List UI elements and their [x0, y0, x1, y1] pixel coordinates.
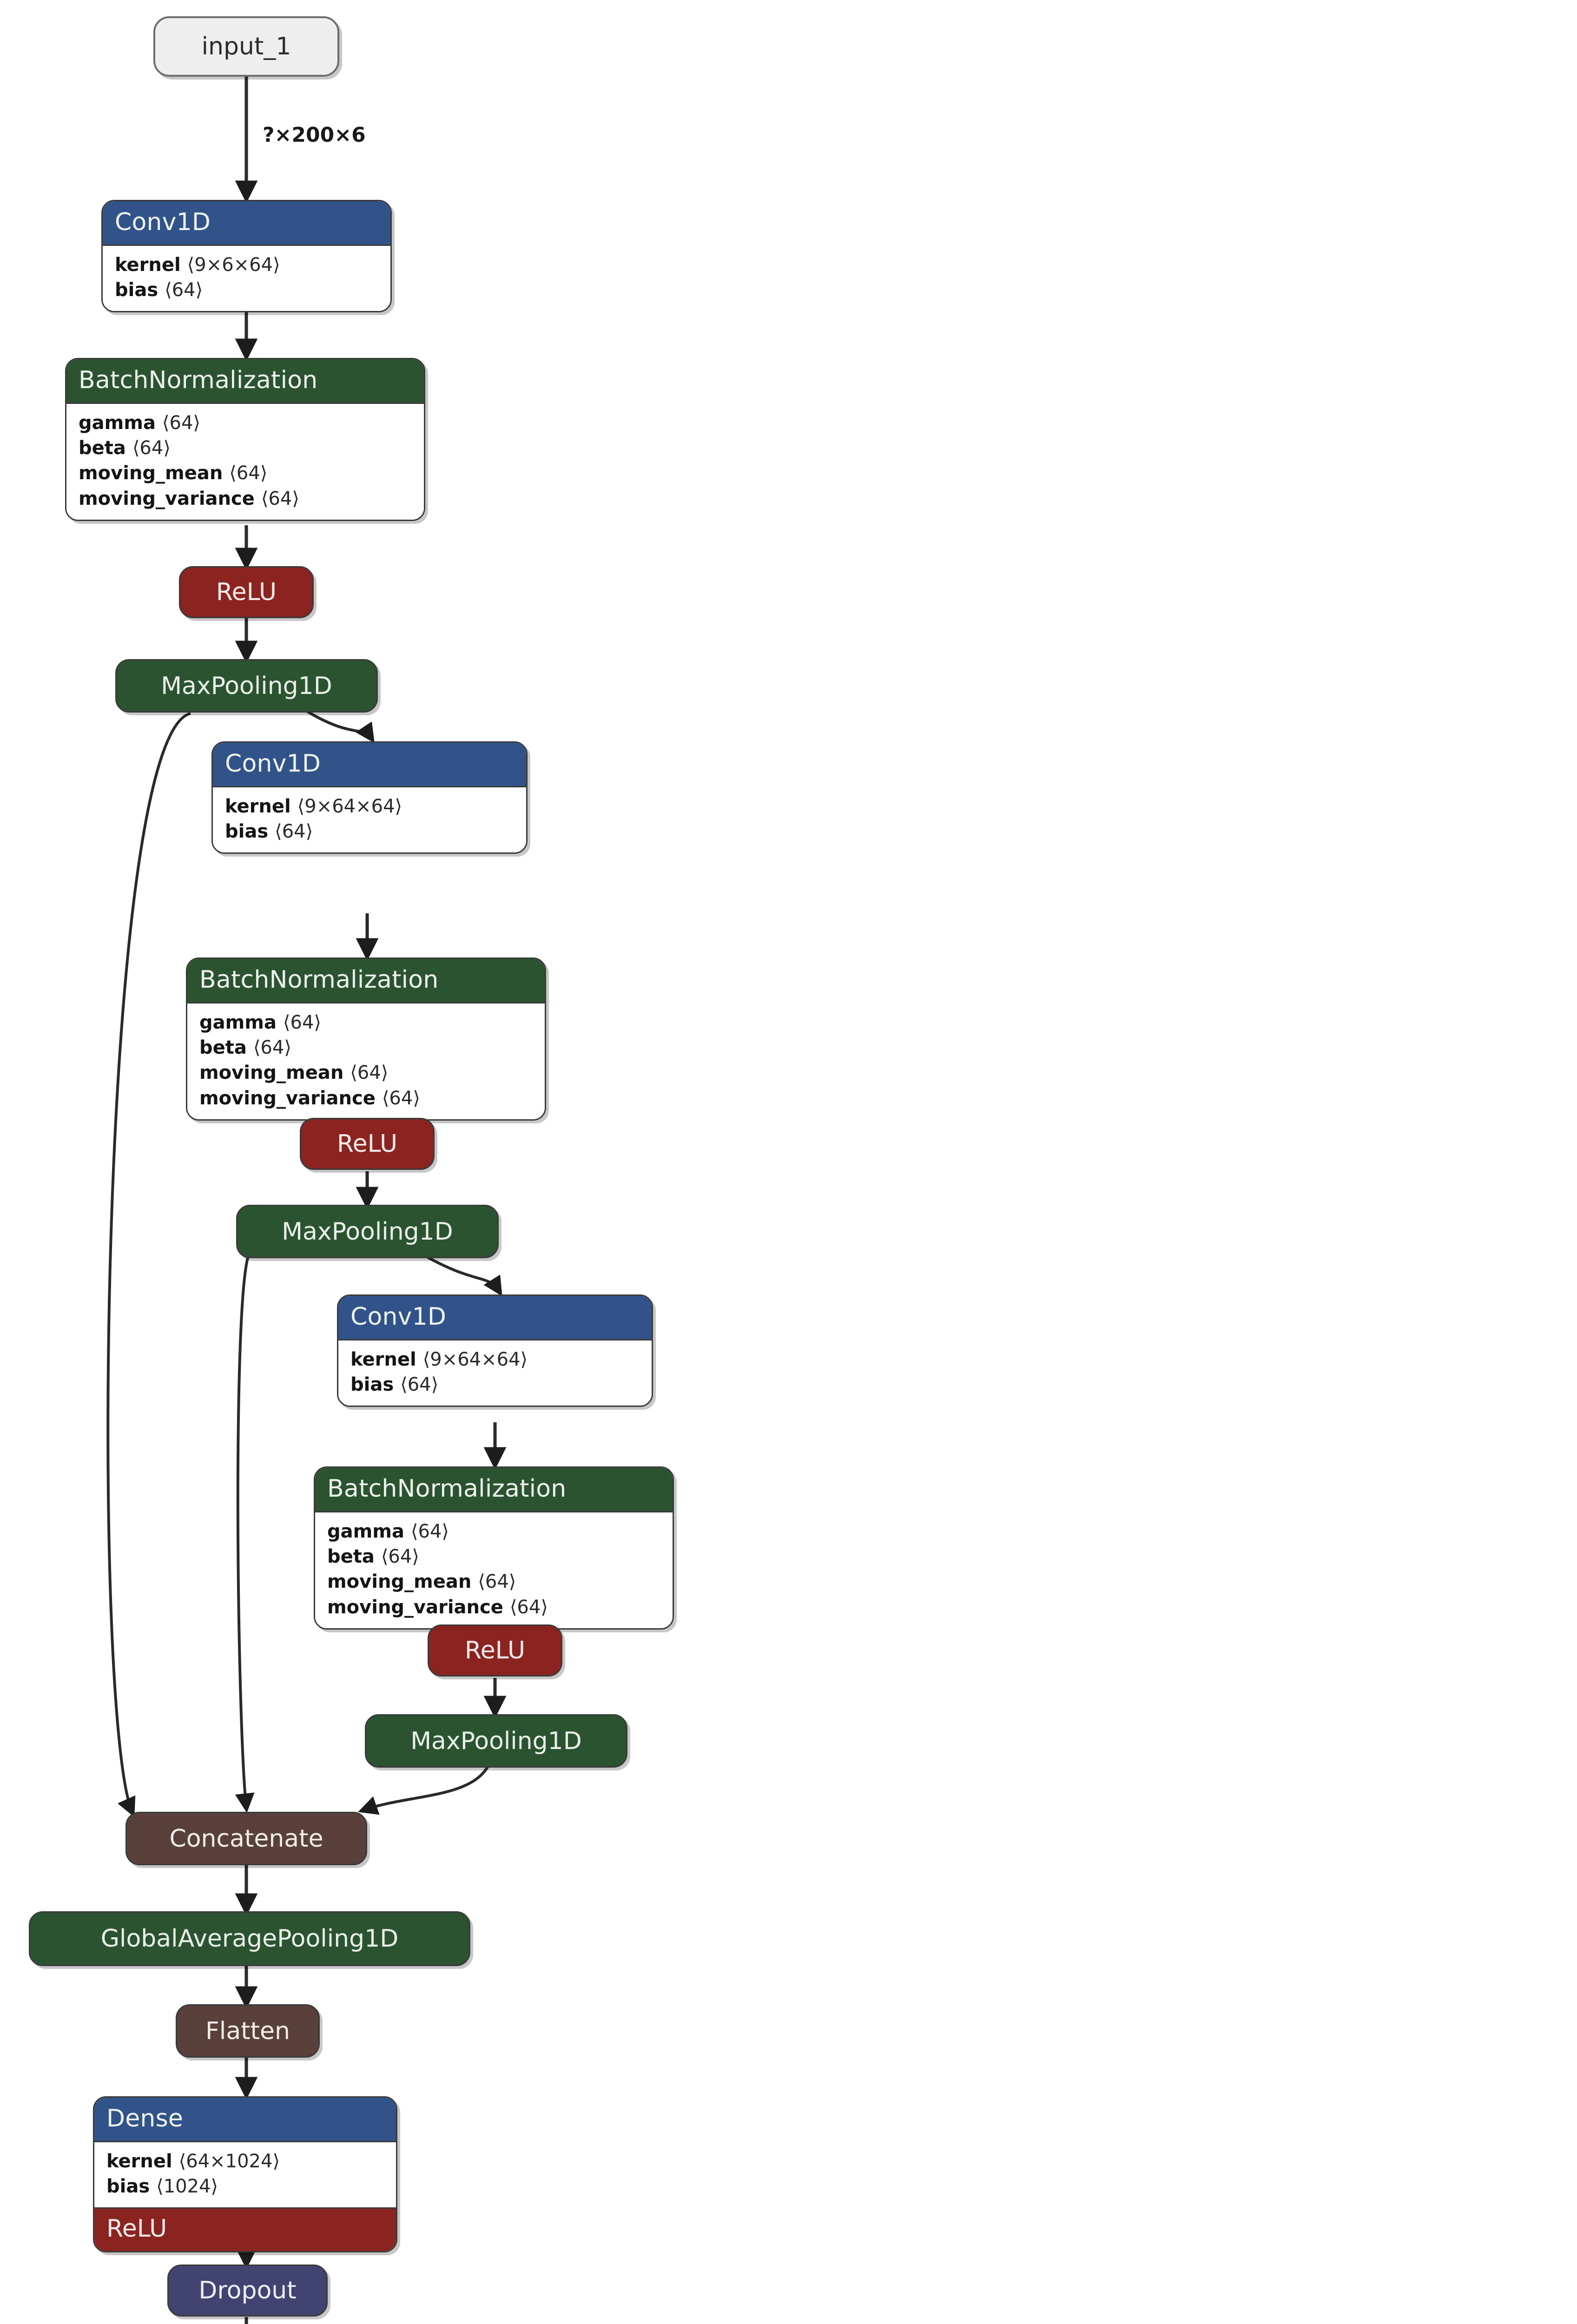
param-kernel: kernel ⟨9×64×64⟩	[225, 795, 402, 817]
node-batchnorm-1[interactable]: BatchNormalization gamma ⟨64⟩ beta ⟨64⟩ …	[65, 358, 425, 522]
node-maxpool-3[interactable]: MaxPooling1D	[365, 1714, 627, 1768]
node-relu-1-label: ReLU	[216, 578, 277, 606]
node-maxpool-1-label: MaxPooling1D	[161, 672, 332, 700]
param-beta: beta ⟨64⟩	[327, 1545, 419, 1567]
node-conv1d-2[interactable]: Conv1D kernel ⟨9×64×64⟩ bias ⟨64⟩	[211, 741, 528, 854]
param-bias: bias ⟨64⟩	[115, 279, 203, 301]
param-moving-mean: moving_mean ⟨64⟩	[327, 1571, 516, 1593]
node-relu-3[interactable]: ReLU	[428, 1624, 562, 1677]
param-beta: beta ⟨64⟩	[199, 1037, 291, 1058]
node-input-1[interactable]: input_1	[153, 16, 339, 77]
node-global-avg-pool[interactable]: GlobalAveragePooling1D	[29, 1911, 470, 1966]
node-dense-1[interactable]: Dense kernel ⟨64×1024⟩ bias ⟨1024⟩ ReLU	[93, 2096, 397, 2252]
param-kernel: kernel ⟨64×1024⟩	[106, 2150, 280, 2172]
node-maxpool-3-label: MaxPooling1D	[410, 1727, 582, 1755]
node-conv1d-2-params: kernel ⟨9×64×64⟩ bias ⟨64⟩	[213, 786, 526, 853]
node-conv1d-2-title: Conv1D	[213, 743, 526, 786]
param-beta: beta ⟨64⟩	[79, 437, 171, 459]
node-dense-1-title: Dense	[94, 2098, 396, 2141]
param-bias: bias ⟨64⟩	[225, 820, 313, 842]
node-batchnorm-1-title: BatchNormalization	[66, 359, 424, 403]
node-flatten-label: Flatten	[205, 2017, 290, 2045]
node-conv1d-3[interactable]: Conv1D kernel ⟨9×64×64⟩ bias ⟨64⟩	[337, 1294, 653, 1407]
node-conv1d-3-title: Conv1D	[338, 1296, 652, 1339]
param-bias: bias ⟨64⟩	[350, 1373, 439, 1395]
node-batchnorm-2[interactable]: BatchNormalization gamma ⟨64⟩ beta ⟨64⟩ …	[186, 957, 546, 1121]
param-gamma: gamma ⟨64⟩	[199, 1011, 322, 1033]
edge-label-input-shape: ?×200×6	[263, 123, 366, 147]
node-relu-1[interactable]: ReLU	[179, 566, 314, 618]
node-dropout-1-label: Dropout	[198, 2277, 297, 2304]
node-dense-1-activation: ReLU	[94, 2207, 396, 2251]
node-batchnorm-3[interactable]: BatchNormalization gamma ⟨64⟩ beta ⟨64⟩ …	[314, 1466, 674, 1630]
param-moving-variance: moving_variance ⟨64⟩	[327, 1596, 548, 1618]
node-flatten[interactable]: Flatten	[176, 2004, 320, 2058]
node-dense-1-params: kernel ⟨64×1024⟩ bias ⟨1024⟩	[94, 2140, 396, 2208]
node-relu-3-label: ReLU	[464, 1637, 526, 1664]
param-moving-mean: moving_mean ⟨64⟩	[79, 462, 268, 484]
node-maxpool-2-label: MaxPooling1D	[282, 1217, 453, 1246]
node-maxpool-1[interactable]: MaxPooling1D	[115, 659, 378, 713]
node-conv1d-1-params: kernel ⟨9×6×64⟩ bias ⟨64⟩	[103, 244, 390, 311]
node-concatenate-label: Concatenate	[169, 1824, 323, 1853]
node-conv1d-3-params: kernel ⟨9×64×64⟩ bias ⟨64⟩	[338, 1339, 652, 1406]
node-conv1d-1[interactable]: Conv1D kernel ⟨9×6×64⟩ bias ⟨64⟩	[101, 200, 392, 313]
node-concatenate[interactable]: Concatenate	[125, 1812, 367, 1865]
node-relu-2-label: ReLU	[337, 1130, 398, 1158]
param-bias: bias ⟨1024⟩	[106, 2175, 218, 2197]
param-gamma: gamma ⟨64⟩	[327, 1520, 449, 1542]
param-kernel: kernel ⟨9×6×64⟩	[115, 254, 280, 276]
param-kernel-shape: ⟨9×6×64⟩	[187, 254, 280, 276]
node-batchnorm-1-params: gamma ⟨64⟩ beta ⟨64⟩ moving_mean ⟨64⟩ mo…	[66, 402, 424, 520]
node-conv1d-1-title: Conv1D	[103, 201, 390, 244]
node-batchnorm-2-params: gamma ⟨64⟩ beta ⟨64⟩ moving_mean ⟨64⟩ mo…	[187, 1002, 545, 1120]
node-relu-2[interactable]: ReLU	[300, 1118, 435, 1170]
node-batchnorm-2-title: BatchNormalization	[187, 959, 545, 1002]
param-moving-variance: moving_variance ⟨64⟩	[199, 1087, 420, 1109]
param-moving-variance: moving_variance ⟨64⟩	[79, 488, 299, 509]
node-input-1-label: input_1	[201, 33, 291, 60]
param-bias-shape: ⟨64⟩	[165, 279, 203, 301]
node-batchnorm-3-title: BatchNormalization	[315, 1468, 673, 1511]
param-kernel: kernel ⟨9×64×64⟩	[350, 1348, 528, 1370]
param-moving-mean: moving_mean ⟨64⟩	[199, 1062, 389, 1084]
node-dropout-1[interactable]: Dropout	[167, 2265, 328, 2317]
node-maxpool-2[interactable]: MaxPooling1D	[236, 1205, 499, 1258]
node-global-avg-pool-label: GlobalAveragePooling1D	[100, 1925, 399, 1953]
param-gamma: gamma ⟨64⟩	[79, 412, 201, 434]
node-batchnorm-3-params: gamma ⟨64⟩ beta ⟨64⟩ moving_mean ⟨64⟩ mo…	[315, 1511, 673, 1629]
